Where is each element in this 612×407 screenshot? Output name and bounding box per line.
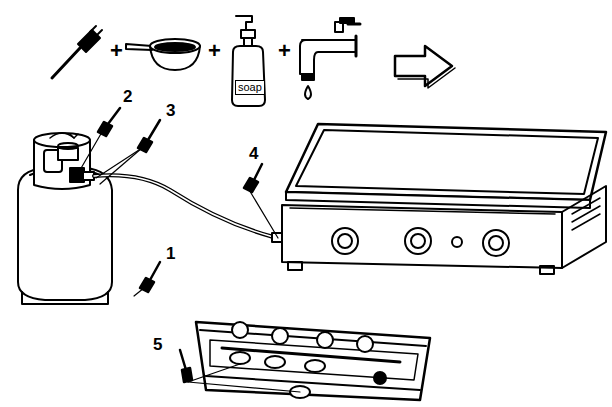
callout-number: 1 [166,245,175,262]
griddle [286,124,606,200]
valve-manifold-view [305,360,325,372]
leak-test-brush [148,120,160,140]
griddle [540,266,554,274]
faucet-icon [355,36,358,56]
griddle [296,130,598,194]
valve-manifold-view [196,322,430,400]
next-step-arrow [395,46,452,86]
brush-icon [96,30,102,36]
propane-tank [70,134,78,138]
leak-test-brush [98,122,112,136]
soap-bottle-icon [232,16,265,106]
griddle [290,208,555,214]
plus-sign: + [278,40,291,62]
valve-manifold-view [357,336,373,352]
griddle [562,186,606,268]
leak-test-brush [254,164,262,180]
faucet-icon [300,18,360,99]
leader-line [188,382,300,392]
next-step-arrow [398,68,455,88]
faucet-icon [300,40,356,74]
gas-hose [272,233,282,242]
brush-icon [52,48,80,78]
leak-test-brush [180,350,186,370]
leak-test-brush [98,108,262,382]
brush-icon [78,30,100,52]
next-step-arrow [395,46,455,88]
water-bowl-icon [126,44,152,50]
bottle-label: soap [235,80,265,95]
propane-tank [18,133,112,304]
plus-sign: + [110,40,123,62]
valve-manifold-view [374,372,386,384]
griddle [572,198,600,230]
propane-tank [70,168,84,182]
faucet-icon [340,18,354,23]
propane-tank [34,140,90,189]
gas-hose [94,175,282,240]
callout-number: 3 [166,102,175,119]
gas-hose [94,175,282,242]
griddle [288,262,302,270]
soap-bottle-icon [244,38,252,46]
soap-bottle-icon [232,46,265,106]
soap-bottle-icon [241,30,255,38]
griddle [332,228,358,254]
griddle [489,236,503,250]
propane-tank [58,143,78,149]
leak-test-brush [150,262,160,280]
griddle [483,230,509,256]
valve-manifold-view [230,352,250,364]
griddle [338,234,352,248]
faucet-icon [302,74,314,80]
leader-line [80,132,102,170]
leak-test-brush [108,108,120,124]
leader-line [134,288,144,296]
griddle [452,237,462,247]
griddle [405,228,431,254]
callout-number: 2 [123,88,132,105]
griddle [411,234,425,248]
brush-icon [52,26,102,78]
gas-hose [94,175,282,240]
brush-icon [90,26,96,32]
water-bowl-icon [126,39,200,70]
water-bowl-icon [150,39,200,53]
callout-number: 5 [153,336,162,353]
leak-test-brush [244,178,258,192]
griddle [282,124,606,274]
propane-tank [34,133,90,147]
leader-line [80,132,300,392]
valve-manifold-view [210,340,418,380]
leader-line [96,148,142,178]
valve-manifold-view [265,356,285,368]
callout-number: 4 [249,145,258,162]
leader-line [188,364,240,382]
griddle [282,205,562,268]
valve-manifold-view [196,322,430,400]
plus-sign: + [208,40,221,62]
leader-line [248,188,278,238]
valve-manifold-view [232,322,248,338]
valve-manifold-view [317,332,333,348]
water-bowl-icon [155,43,195,51]
leader-line [100,148,142,184]
propane-tank [22,292,108,304]
valve-manifold-view [222,348,400,362]
soap-bottle-icon [236,16,252,30]
valve-manifold-view [272,328,288,344]
faucet-icon [305,86,311,99]
leak-test-brush [182,368,192,382]
